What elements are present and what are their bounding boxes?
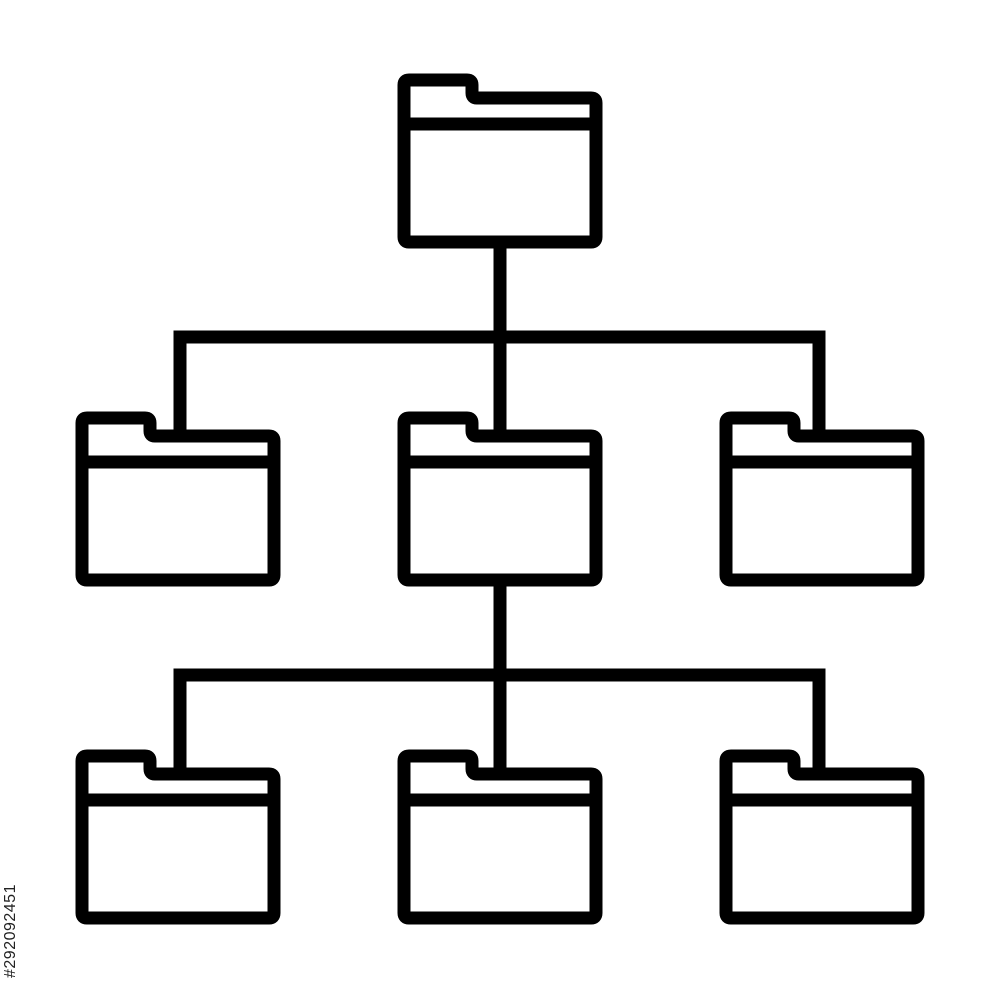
- folder-body: [75, 749, 281, 925]
- folder-body: [397, 73, 603, 249]
- folder-body: [719, 411, 925, 587]
- folder-body: [397, 411, 603, 587]
- folder-icon: [719, 749, 925, 925]
- folder-body: [719, 749, 925, 925]
- connector-line: [173, 330, 826, 444]
- folder-body: [397, 749, 603, 925]
- folder-icon: [397, 749, 603, 925]
- folder-icon: [397, 73, 603, 249]
- folder-icon: [719, 411, 925, 587]
- connector-line: [173, 668, 826, 782]
- folder-icon: [75, 411, 281, 587]
- folder-icon: [75, 749, 281, 925]
- connectors: [173, 235, 826, 782]
- folder-body: [75, 411, 281, 587]
- stock-id-text: #292092451: [2, 884, 19, 978]
- folders: [75, 73, 925, 925]
- folder-icon: [397, 411, 603, 587]
